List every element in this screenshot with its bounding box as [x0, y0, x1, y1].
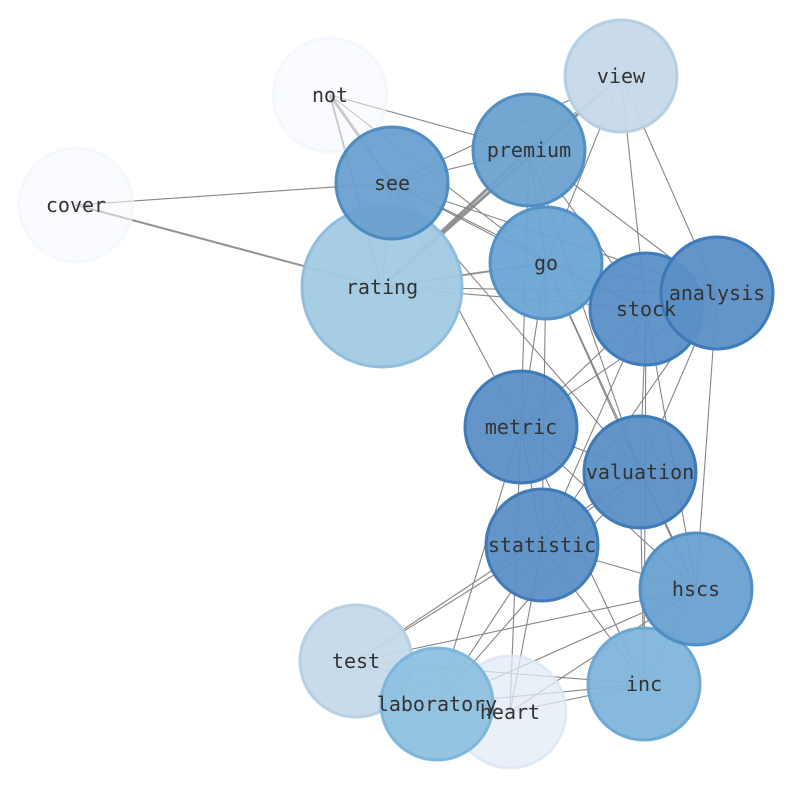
node-label-not: not [312, 83, 348, 107]
node-not[interactable] [271, 36, 389, 154]
node-label-valuation: valuation [586, 460, 694, 484]
node-layer: not cover view heart test rating laboratory inc… [17, 18, 775, 770]
node-circle-see [334, 125, 450, 241]
node-circle-not [271, 36, 389, 154]
node-premium[interactable] [471, 92, 587, 208]
node-label-view: view [597, 64, 646, 88]
node-circle-metric [463, 369, 579, 485]
node-label-see: see [374, 171, 410, 195]
node-circle-hscs [638, 531, 754, 647]
node-label-statistic: statistic [488, 533, 596, 557]
node-label-heart: heart [480, 700, 540, 724]
node-go[interactable] [488, 205, 604, 321]
node-label-cover: cover [46, 193, 106, 217]
node-circle-laboratory [379, 646, 495, 762]
node-label-stock: stock [616, 297, 676, 321]
node-circle-valuation [582, 414, 698, 530]
node-valuation[interactable] [582, 414, 698, 530]
node-label-rating: rating [346, 275, 418, 299]
node-view[interactable] [563, 18, 679, 134]
node-see[interactable] [334, 125, 450, 241]
node-label-laboratory: laboratory [377, 692, 497, 716]
edge-hscs-test [355, 588, 697, 662]
node-circle-statistic [484, 487, 600, 603]
node-label-go: go [534, 251, 558, 275]
node-circle-cover [17, 146, 135, 264]
node-circle-inc [586, 626, 702, 742]
node-metric[interactable] [463, 369, 579, 485]
node-cover[interactable] [17, 146, 135, 264]
node-circle-premium [471, 92, 587, 208]
node-hscs[interactable] [638, 531, 754, 647]
node-inc[interactable] [586, 626, 702, 742]
node-label-premium: premium [487, 138, 571, 162]
node-label-inc: inc [626, 672, 662, 696]
node-statistic[interactable] [484, 487, 600, 603]
node-analysis[interactable] [659, 235, 775, 351]
node-label-analysis: analysis [669, 281, 765, 305]
node-circle-go [488, 205, 604, 321]
node-label-hscs: hscs [672, 577, 720, 601]
node-laboratory[interactable] [379, 646, 495, 762]
node-label-metric: metric [485, 415, 557, 439]
node-circle-analysis [659, 235, 775, 351]
node-circle-view [563, 18, 679, 134]
node-label-test: test [332, 649, 380, 673]
